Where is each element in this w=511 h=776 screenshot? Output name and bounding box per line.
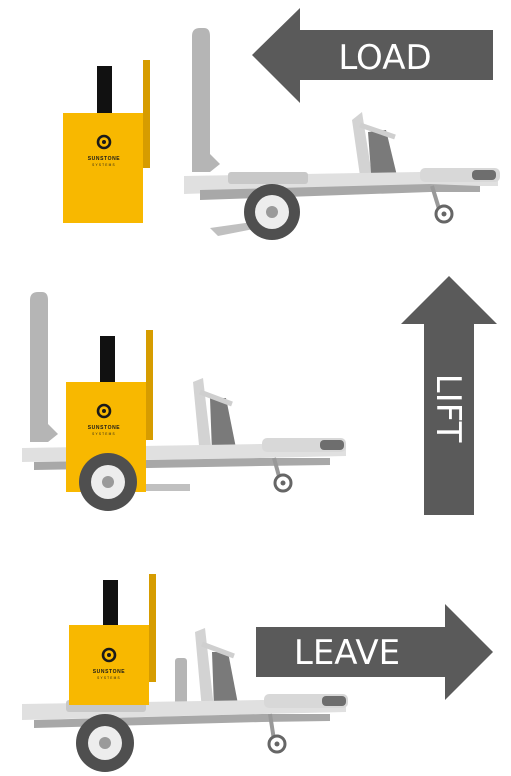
trailer-a-frame-side: [212, 652, 238, 708]
generator-side-panel: [149, 574, 156, 682]
trailer-wheel-hub: [99, 737, 111, 749]
leave-arrow-shape: [256, 604, 493, 700]
leave-arrow: LEAVE: [256, 604, 493, 700]
generator-leave: SUNSTONE SYSTEMS: [69, 574, 156, 705]
trailer-strut: [201, 641, 235, 659]
trailer-leave-wheel: [76, 714, 134, 772]
trailer-strut: [199, 389, 233, 407]
generator-side-panel: [143, 60, 150, 168]
generator-brand: SUNSTONE: [93, 669, 126, 675]
step-lift: LIFT SUNSTONE: [22, 276, 497, 515]
trailer-ramp: [30, 292, 58, 442]
generator-exhaust: [100, 336, 115, 386]
trailer-hitch: [320, 440, 344, 450]
trailer-a-frame: [193, 378, 212, 456]
generator-side-panel: [146, 330, 153, 440]
generator-brand: SUNSTONE: [88, 425, 121, 431]
jockey-hub: [441, 211, 447, 217]
trailer-ramp: [192, 28, 220, 172]
sunstone-aperture-icon: [96, 403, 112, 419]
generator-exhaust: [103, 580, 118, 628]
generator-brand-sub: SYSTEMS: [97, 676, 121, 680]
generator-brand: SUNSTONE: [88, 156, 121, 162]
trailer-ramp: [175, 658, 187, 714]
generator-body: [63, 113, 143, 223]
trailer-hitch: [322, 696, 346, 706]
trailer-load: [184, 28, 500, 240]
load-arrow-label: LOAD: [338, 38, 431, 78]
generator-load: SUNSTONE SYSTEMS: [63, 60, 150, 223]
trailer-lift-wheel: [79, 453, 137, 511]
generator-brand-sub: SYSTEMS: [92, 432, 116, 436]
trailer-a-frame: [195, 628, 214, 710]
lift-arrow-label: LIFT: [428, 374, 468, 443]
load-arrow-shape: [252, 8, 493, 103]
trailer-a-frame-side: [368, 130, 398, 186]
trailer-a-frame: [352, 112, 374, 190]
lift-arrow-shape: [401, 276, 497, 515]
jockey-hub: [274, 741, 280, 747]
generator-exhaust: [97, 66, 112, 118]
jockey-hub: [280, 480, 286, 486]
lift-arrow: LIFT: [401, 276, 497, 515]
step-load: LOAD: [63, 8, 500, 240]
trailer-strut: [359, 122, 396, 140]
trailer-wheel-hub: [266, 206, 278, 218]
trailer-tail: [126, 484, 190, 491]
load-arrow: LOAD: [252, 8, 493, 103]
trailer-fender: [228, 172, 308, 184]
trailer-a-frame-side: [210, 398, 236, 452]
sunstone-aperture-icon: [101, 647, 117, 663]
leave-arrow-label: LEAVE: [294, 633, 400, 673]
trailer-hitch: [472, 170, 496, 180]
sunstone-aperture-icon: [96, 134, 112, 150]
step-leave: LEAVE SUNSTONE SYST: [22, 574, 493, 772]
generator-brand-sub: SYSTEMS: [92, 163, 116, 167]
generator-body: [69, 625, 149, 705]
trailer-wheel-hub: [102, 476, 114, 488]
